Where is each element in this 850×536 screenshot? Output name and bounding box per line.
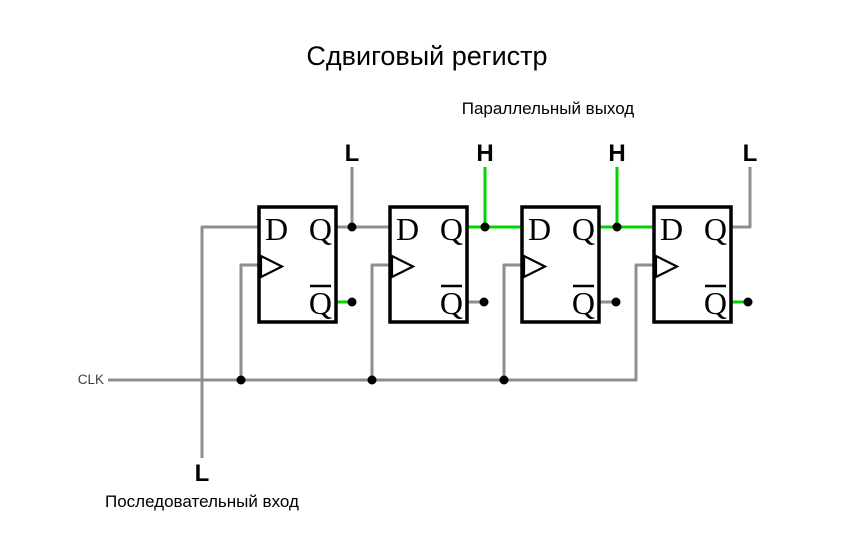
- d-input-label: D: [396, 211, 419, 247]
- flipflop-1: D Q Q: [257, 205, 338, 324]
- flipflop-2: D Q Q: [388, 205, 469, 324]
- q-junction-dot: [480, 222, 490, 232]
- qbar-output-label: Q: [309, 285, 332, 321]
- q-junction-dot: [612, 222, 622, 232]
- clk-branch-ff2-wire: [370, 263, 390, 380]
- ff4-q-output-wire: [731, 167, 752, 229]
- flipflop-body: [652, 205, 733, 324]
- clk-label: CLK: [78, 372, 104, 387]
- high-level-wires: [336, 167, 745, 304]
- q-output-label: Q: [704, 211, 727, 247]
- clock-input-icon: [259, 254, 285, 279]
- clk-junction-dot: [367, 375, 377, 385]
- junction-dots: [236, 222, 753, 385]
- q-junction-dot: [347, 222, 357, 232]
- output-value-2: H: [476, 140, 493, 167]
- flipflop-3: D Q Q: [520, 205, 601, 324]
- d-input-label: D: [528, 211, 551, 247]
- clk-branch-ff3-wire: [502, 263, 522, 380]
- clock-input-icon: [654, 254, 680, 279]
- qbar-output-label: Q: [572, 285, 595, 321]
- q-output-label: Q: [440, 211, 463, 247]
- clock-input-icon: [522, 254, 548, 279]
- qbar-terminal-dot: [347, 297, 357, 307]
- output-value-4: L: [743, 140, 758, 167]
- q-output-label: Q: [309, 211, 332, 247]
- clk-junction-dot: [236, 375, 246, 385]
- qbar-output-label: Q: [704, 285, 727, 321]
- clk-branch-ff1-wire: [239, 263, 259, 380]
- qbar-terminal-dot: [611, 297, 621, 307]
- flipflop-4: D Q Q: [652, 205, 733, 324]
- parallel-output-label: Параллельный выход: [462, 99, 635, 118]
- page-title: Сдвиговый регистр: [306, 41, 547, 71]
- d-input-label: D: [660, 211, 683, 247]
- clk-junction-dot: [499, 375, 509, 385]
- qbar-terminal-dot: [479, 297, 489, 307]
- qbar-output-label: Q: [440, 285, 463, 321]
- qbar-terminal-dot: [743, 297, 753, 307]
- serial-input-label: Последовательный вход: [105, 492, 299, 511]
- clock-input-icon: [390, 254, 416, 279]
- q-output-label: Q: [572, 211, 595, 247]
- serial-input-wire: [200, 225, 259, 458]
- output-value-3: H: [608, 140, 625, 167]
- output-value-1: L: [345, 140, 360, 167]
- serial-input-value: L: [195, 460, 210, 487]
- d-input-label: D: [265, 211, 288, 247]
